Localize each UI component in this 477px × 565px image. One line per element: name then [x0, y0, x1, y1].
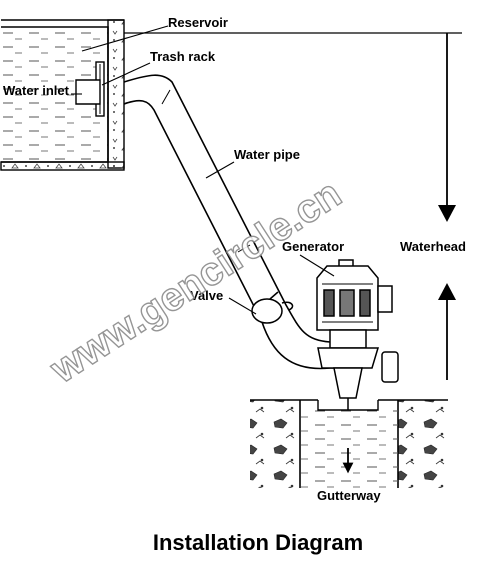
leader-lines — [71, 25, 335, 315]
valve — [251, 291, 294, 324]
label-valve: Valve — [190, 288, 223, 303]
label-waterhead: Waterhead — [400, 239, 466, 254]
reservoir-structure — [0, 19, 462, 171]
generator — [316, 259, 399, 410]
label-generator: Generator — [282, 239, 344, 254]
watermark-text: www.gencircle.cn — [42, 171, 349, 392]
label-gutterway: Gutterway — [317, 488, 381, 503]
waterhead-arrows — [438, 33, 456, 380]
label-reservoir: Reservoir — [168, 15, 228, 30]
water-inlet — [75, 79, 101, 105]
diagram-title: Installation Diagram — [153, 530, 363, 555]
label-trash-rack: Trash rack — [150, 49, 216, 64]
label-water-inlet: Water inlet — [3, 83, 70, 98]
label-water-pipe: Water pipe — [234, 147, 300, 162]
gutterway — [250, 399, 448, 488]
